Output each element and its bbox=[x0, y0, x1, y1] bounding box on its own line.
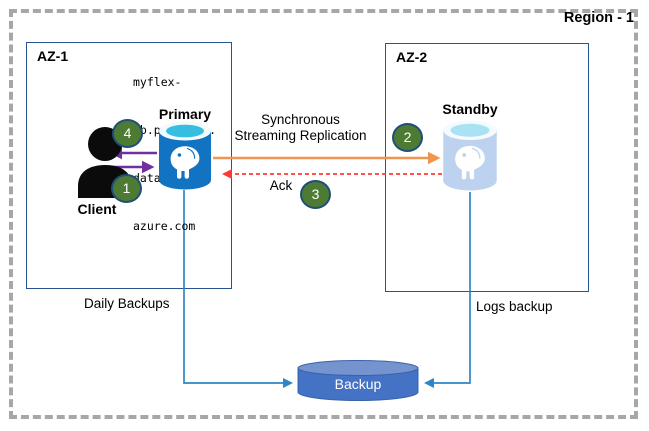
elephant-glyph bbox=[455, 145, 485, 180]
region-label: Region - 1 bbox=[563, 10, 634, 26]
step-badge-2: 2 bbox=[392, 123, 423, 152]
az2-label: AZ-2 bbox=[396, 49, 428, 65]
region-boundary bbox=[9, 9, 638, 419]
replication-label: Synchronous Streaming Replication bbox=[228, 112, 373, 144]
elephant-glyph bbox=[170, 146, 200, 179]
az2-box: AZ-2 bbox=[385, 43, 589, 292]
primary-postgres-icon bbox=[159, 121, 211, 190]
replication-label-line2: Streaming Replication bbox=[234, 128, 367, 143]
standby-label: Standby bbox=[442, 101, 498, 117]
logs-backup-label: Logs backup bbox=[476, 299, 553, 314]
standby-postgres-icon bbox=[443, 120, 497, 191]
hostname-line: azure.com bbox=[133, 219, 196, 233]
backup-storage-icon bbox=[297, 360, 419, 401]
replication-label-line1: Synchronous bbox=[261, 112, 340, 127]
ack-label: Ack bbox=[269, 178, 293, 193]
step-badge-4: 4 bbox=[112, 119, 143, 148]
client-label: Client bbox=[77, 201, 117, 217]
step-badge-3: 3 bbox=[300, 180, 331, 209]
az1-box: AZ-1 bbox=[26, 42, 232, 289]
az1-label: AZ-1 bbox=[37, 48, 69, 64]
step-badge-1: 1 bbox=[111, 174, 142, 203]
backup-label: Backup bbox=[334, 376, 382, 392]
primary-label: Primary bbox=[158, 106, 212, 122]
hostname-line: myflex- bbox=[133, 75, 182, 89]
daily-backups-label: Daily Backups bbox=[84, 296, 170, 311]
